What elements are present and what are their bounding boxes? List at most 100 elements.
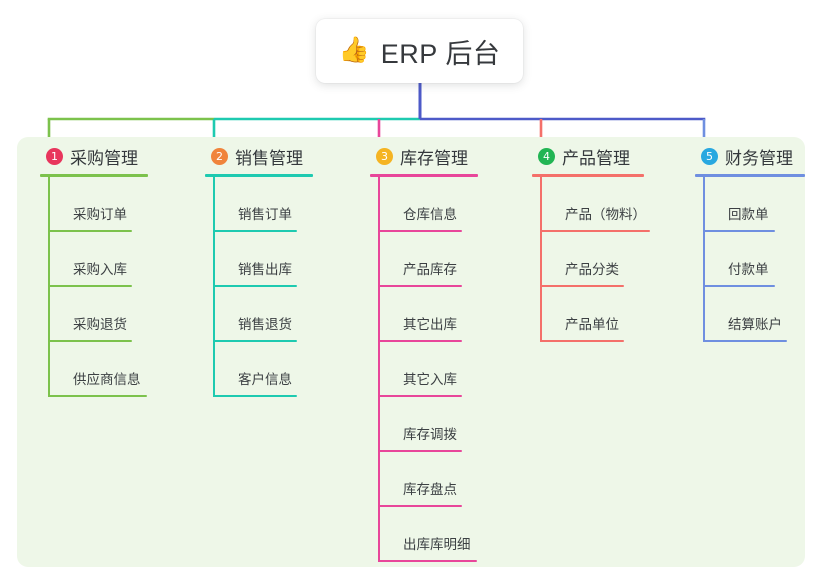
leaf-item-label: 产品单位	[565, 317, 619, 332]
column-header-3[interactable]: 3 库存管理	[370, 143, 478, 169]
column-1: 1 采购管理采购订单采购入库采购退货供应商信息	[40, 143, 148, 397]
leaf-item-underline	[48, 285, 132, 287]
leaf-item[interactable]: 客户信息	[205, 342, 313, 397]
column-title-5: 财务管理	[725, 148, 793, 168]
leaf-item-underline	[703, 230, 775, 232]
leaf-item-label: 其它出库	[403, 317, 457, 332]
leaf-item-label: 销售退货	[238, 317, 292, 332]
column-items-1: 采购订单采购入库采购退货供应商信息	[40, 177, 148, 397]
column-badge-1: 1	[46, 147, 63, 165]
column-items-5: 回款单付款单结算账户	[695, 177, 805, 342]
column-2: 2 销售管理销售订单销售出库销售退货客户信息	[205, 143, 313, 397]
leaf-item-underline	[48, 395, 147, 397]
leaf-item-underline	[540, 230, 650, 232]
column-5: 5 财务管理回款单付款单结算账户	[695, 143, 805, 342]
leaf-item[interactable]: 回款单	[695, 177, 805, 232]
column-title-1: 采购管理	[70, 148, 138, 168]
root-node-title: ERP 后台	[380, 38, 501, 69]
leaf-item-label: 采购入库	[73, 262, 127, 277]
leaf-item[interactable]: 库存盘点	[370, 452, 478, 507]
leaf-item[interactable]: 库存调拨	[370, 397, 478, 452]
column-spine-3	[378, 177, 380, 562]
leaf-item-underline	[378, 230, 462, 232]
column-4: 4 产品管理产品（物料） 产品分类产品单位	[532, 143, 650, 342]
leaf-item-label: 采购退货	[73, 317, 127, 332]
column-spine-5	[703, 177, 705, 342]
leaf-item-underline	[48, 340, 132, 342]
column-items-3: 仓库信息产品库存其它出库其它入库库存调拨库存盘点出库库明细	[370, 177, 478, 562]
leaf-item-underline	[378, 505, 462, 507]
leaf-item-underline	[378, 285, 462, 287]
leaf-item-label: 产品库存	[403, 262, 457, 277]
column-underline-4	[532, 174, 644, 177]
leaf-item-underline	[213, 285, 297, 287]
leaf-item-label: 供应商信息	[73, 372, 141, 387]
leaf-item-underline	[540, 285, 624, 287]
column-header-1[interactable]: 1 采购管理	[40, 143, 148, 169]
thumbs-up-icon: 👍	[338, 35, 370, 64]
leaf-item[interactable]: 销售出库	[205, 232, 313, 287]
leaf-item-label: 产品分类	[565, 262, 619, 277]
leaf-item[interactable]: 采购订单	[40, 177, 148, 232]
leaf-item-label: 采购订单	[73, 207, 127, 222]
column-header-4[interactable]: 4 产品管理	[532, 143, 644, 169]
leaf-item-label: 产品（物料）	[565, 207, 646, 222]
column-title-2: 销售管理	[235, 148, 303, 168]
leaf-item-underline	[378, 560, 477, 562]
column-underline-5	[695, 174, 805, 177]
leaf-item-underline	[378, 395, 462, 397]
leaf-item[interactable]: 结算账户	[695, 287, 805, 342]
leaf-item[interactable]: 采购入库	[40, 232, 148, 287]
leaf-item-label: 出库库明细	[403, 537, 471, 552]
column-underline-1	[40, 174, 148, 177]
column-underline-3	[370, 174, 478, 177]
leaf-item[interactable]: 销售订单	[205, 177, 313, 232]
leaf-item-underline	[378, 340, 462, 342]
leaf-item[interactable]: 出库库明细	[370, 507, 478, 562]
leaf-item-label: 付款单	[728, 262, 769, 277]
column-badge-2: 2	[211, 147, 228, 165]
column-badge-4: 4	[538, 147, 555, 165]
leaf-item[interactable]: 采购退货	[40, 287, 148, 342]
leaf-item-underline	[213, 230, 297, 232]
leaf-item-label: 结算账户	[728, 317, 782, 332]
leaf-item-label: 销售订单	[238, 207, 292, 222]
leaf-item-underline	[213, 340, 297, 342]
leaf-item[interactable]: 供应商信息	[40, 342, 148, 397]
leaf-item[interactable]: 产品分类	[532, 232, 644, 287]
leaf-item-label: 库存盘点	[403, 482, 457, 497]
leaf-item-label: 库存调拨	[403, 427, 457, 442]
leaf-item[interactable]: 其它入库	[370, 342, 478, 397]
leaf-item[interactable]: 销售退货	[205, 287, 313, 342]
leaf-item-underline	[213, 395, 297, 397]
column-header-2[interactable]: 2 销售管理	[205, 143, 313, 169]
diagram-panel	[17, 137, 805, 567]
leaf-item-label: 仓库信息	[403, 207, 457, 222]
column-3: 3 库存管理仓库信息产品库存其它出库其它入库库存调拨库存盘点出库库明细	[370, 143, 478, 562]
column-spine-2	[213, 177, 215, 397]
leaf-item[interactable]: 产品库存	[370, 232, 478, 287]
leaf-item-label: 销售出库	[238, 262, 292, 277]
leaf-item-underline	[378, 450, 462, 452]
leaf-item-underline	[48, 230, 132, 232]
leaf-item[interactable]: 产品单位	[532, 287, 644, 342]
column-spine-1	[48, 177, 50, 397]
leaf-item-underline	[540, 340, 624, 342]
column-badge-3: 3	[376, 147, 393, 165]
leaf-item-label: 客户信息	[238, 372, 292, 387]
leaf-item[interactable]: 付款单	[695, 232, 805, 287]
column-spine-4	[540, 177, 542, 342]
column-title-3: 库存管理	[400, 148, 468, 168]
leaf-item-label: 回款单	[728, 207, 769, 222]
column-header-5[interactable]: 5 财务管理	[695, 143, 805, 169]
column-items-2: 销售订单销售出库销售退货客户信息	[205, 177, 313, 397]
column-badge-5: 5	[701, 147, 718, 165]
column-title-4: 产品管理	[562, 148, 630, 168]
root-node-card[interactable]: 👍 ERP 后台	[316, 19, 523, 83]
leaf-item[interactable]: 产品（物料）	[532, 177, 650, 232]
column-items-4: 产品（物料） 产品分类产品单位	[532, 177, 650, 342]
leaf-item-underline	[703, 285, 775, 287]
leaf-item[interactable]: 其它出库	[370, 287, 478, 342]
column-underline-2	[205, 174, 313, 177]
leaf-item[interactable]: 仓库信息	[370, 177, 478, 232]
